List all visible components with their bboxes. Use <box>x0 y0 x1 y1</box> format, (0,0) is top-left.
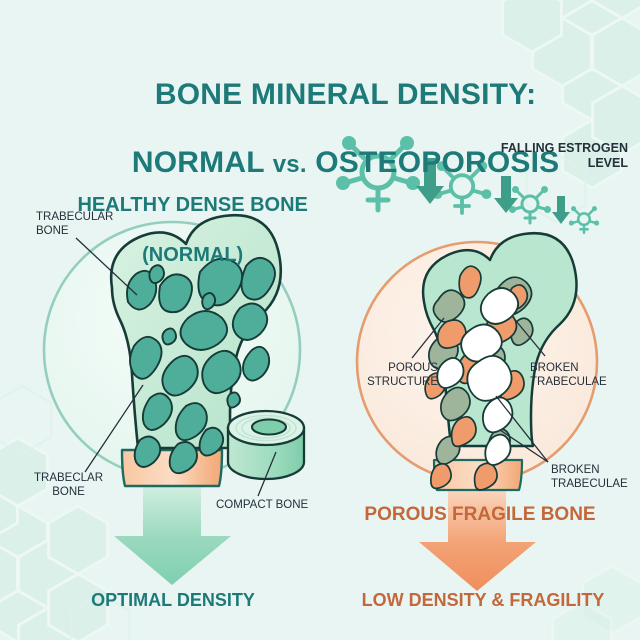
healthy-trabecular-network <box>126 256 276 475</box>
estrogen-down-arrow-3 <box>552 196 570 224</box>
caption-porous-fragile-bone: POROUS FRAGILE BONE <box>364 504 596 525</box>
label-broken-trabeculae-lower: BROKEN TRABECULAE <box>551 464 628 490</box>
label-falling-estrogen-level: FALLING ESTROGEN LEVEL <box>500 141 628 170</box>
estrogen-down-arrow-1 <box>416 158 444 204</box>
label-trabecular-bone-top: TRABECULAR BONE <box>36 211 114 237</box>
healthy-bone-group <box>42 213 306 585</box>
title-line-2-normal: NORMAL <box>131 146 273 179</box>
page-title: BONE MINERAL DENSITY: NORMAL vs. OSTEOPO… <box>0 44 640 216</box>
label-porous-structure: POROUS STRUCTURE <box>367 362 438 388</box>
falling-estrogen-group <box>336 136 600 235</box>
outcome-low-density-fragility: LOW DENSITY & FRAGILITY <box>361 590 605 610</box>
healthy-leader-lines <box>75 237 277 497</box>
low-density-arrow <box>419 486 536 591</box>
healthy-bone-heading-line2: (NORMAL) <box>142 244 244 266</box>
estrogen-down-arrow-2 <box>494 176 518 213</box>
healthy-bone-heading: HEALTHY DENSE BONE (NORMAL) <box>26 168 326 293</box>
label-compact-bone: COMPACT BONE <box>216 499 309 511</box>
title-versus: vs. <box>272 151 307 178</box>
title-line-1: BONE MINERAL DENSITY: <box>154 78 537 111</box>
osteoporosis-voids <box>436 287 520 466</box>
label-trabecular-bone-bottom: TRABECLAR BONE <box>34 472 104 498</box>
osteoporosis-leader-lines <box>411 315 549 463</box>
label-broken-trabeculae-upper: BROKEN TRABECULAE <box>530 362 607 388</box>
optimal-density-arrow <box>114 480 231 585</box>
title-line-2-osteoporosis: OSTEOPOROSIS <box>306 146 560 179</box>
osteoporotic-bone-group <box>355 231 599 591</box>
healthy-bone-heading-line1: HEALTHY DENSE BONE <box>77 194 308 216</box>
estrogen-symbol-2 <box>432 161 492 215</box>
estrogen-symbol-3 <box>509 186 551 225</box>
compact-bone-cylinder <box>226 409 306 481</box>
outcome-optimal-density: OPTIMAL DENSITY <box>91 590 255 610</box>
estrogen-symbol-4 <box>568 206 600 235</box>
